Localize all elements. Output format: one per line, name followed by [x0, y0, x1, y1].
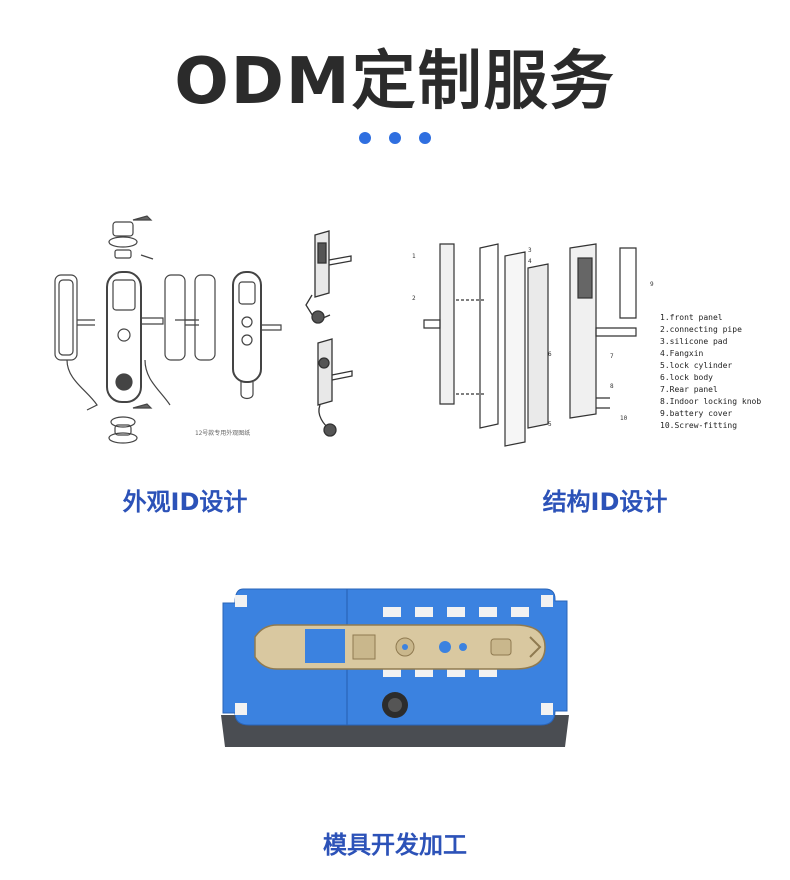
part-label: 5.lock cylinder: [660, 361, 732, 370]
callout-label: 10: [620, 415, 628, 422]
callout-label: 5: [548, 421, 552, 428]
callout-label: 6: [548, 351, 552, 358]
dot-icon: [419, 132, 431, 144]
dot-icon: [389, 132, 401, 144]
part-label: 6.lock body: [660, 373, 713, 382]
callout-label: 4: [528, 258, 532, 265]
perspective-drawing: [305, 230, 353, 437]
callout-numbers: 1 2 3 4 5 6 7 8 9 10: [412, 247, 654, 428]
structure-caption: 结构ID设计: [542, 488, 668, 516]
part-label: 2.connecting pipe: [660, 325, 742, 334]
page-title: ODM定制服务: [174, 45, 616, 119]
callout-label: 9: [650, 281, 654, 288]
part-label: 7.Rear panel: [660, 385, 718, 394]
structure-drawing: 1 2 3 4 5 6 7 8 9 10 1.front panel 2.con…: [412, 243, 761, 447]
part-label: 9.battery cover: [660, 409, 732, 418]
dot-icon: [359, 132, 371, 144]
callout-label: 2: [412, 295, 416, 302]
mold-caption: 模具开发加工: [323, 831, 467, 859]
part-label: 10.Screw-fitting: [660, 421, 737, 430]
callout-label: 7: [610, 353, 614, 360]
appearance-caption: 外观ID设计: [122, 488, 248, 516]
part-label: 8.Indoor locking knob: [660, 397, 761, 406]
callout-label: 3: [528, 247, 532, 254]
parts-legend: 1.front panel 2.connecting pipe 3.silico…: [660, 313, 761, 430]
mold-render: [221, 588, 569, 747]
part-label: 4.Fangxin: [660, 349, 704, 358]
callout-label: 8: [610, 383, 614, 390]
drawing-note: 12号款专用外观图纸: [195, 429, 250, 437]
title-dots: [0, 132, 790, 144]
callout-label: 1: [412, 253, 416, 260]
part-label: 3.silicone pad: [660, 337, 728, 346]
appearance-drawing: 12号款专用外观图纸: [54, 215, 282, 444]
part-label: 1.front panel: [660, 313, 723, 322]
